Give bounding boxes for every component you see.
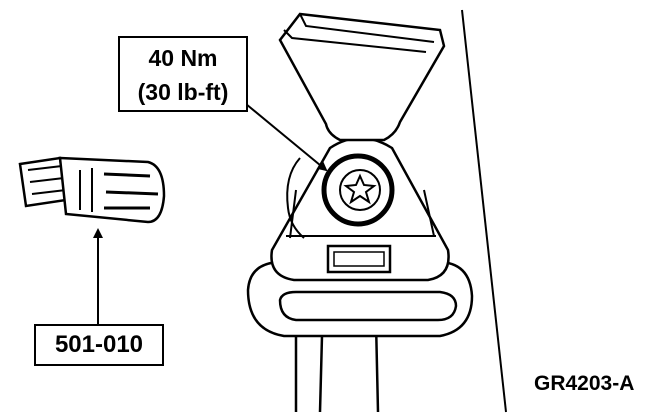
torque-metric-label: 40 Nm	[148, 45, 218, 71]
torque-spec-callout: 40 Nm (30 lb-ft)	[118, 36, 248, 112]
tool-number-label: 501-010	[54, 331, 144, 358]
belt-webbing-upper	[278, 12, 446, 142]
torque-leader-arrow	[245, 103, 328, 172]
tool-number-callout: 501-010	[34, 324, 164, 366]
anchor-slot	[278, 290, 458, 322]
anchor-window-inner	[333, 251, 385, 267]
torque-imperial-label: (30 lb-ft)	[137, 79, 229, 105]
figure-reference-code: GR4203-A	[534, 372, 635, 395]
bolt-rotation-arc	[286, 157, 305, 239]
pillar-edge-line	[461, 9, 507, 413]
belt-webbing-fold	[283, 13, 435, 53]
torx-socket-bit-icon	[18, 156, 166, 224]
anchor-plate-inner-edge	[286, 189, 436, 239]
torx-star-icon	[343, 173, 377, 205]
